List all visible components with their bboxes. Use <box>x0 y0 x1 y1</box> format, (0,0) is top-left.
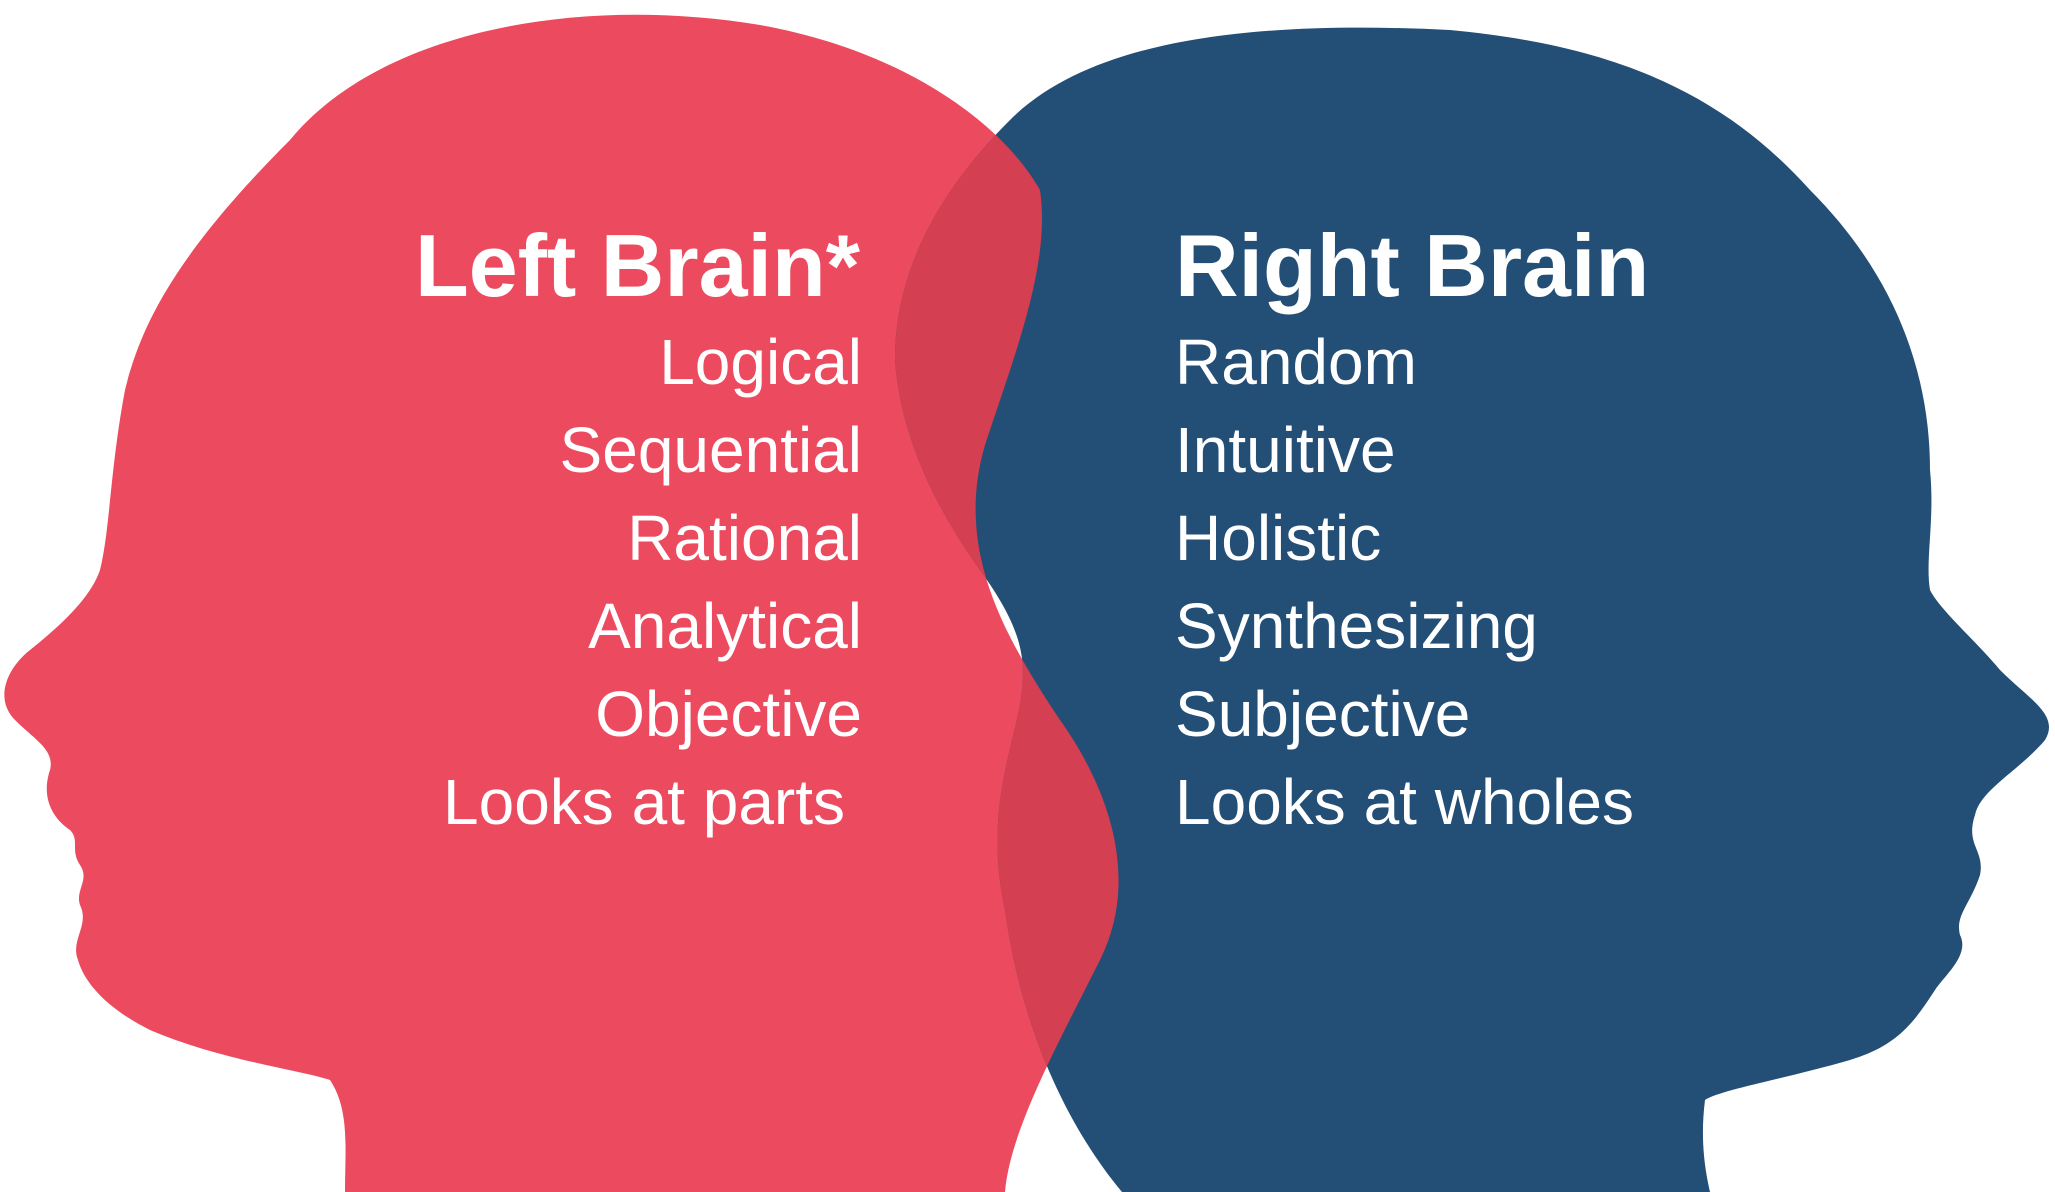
right-head-silhouette <box>895 27 2049 1192</box>
left-trait-rational: Rational <box>627 502 862 574</box>
right-brain-title: Right Brain <box>1175 216 1649 315</box>
right-trait-intuitive: Intuitive <box>1175 414 1396 486</box>
left-trait-analytical: Analytical <box>588 590 862 662</box>
right-trait-looks-at-wholes: Looks at wholes <box>1175 766 1634 838</box>
right-trait-random: Random <box>1175 326 1417 398</box>
right-trait-holistic: Holistic <box>1175 502 1381 574</box>
right-trait-subjective: Subjective <box>1175 678 1470 750</box>
left-trait-objective: Objective <box>595 678 862 750</box>
left-trait-logical: Logical <box>659 326 862 398</box>
left-trait-looks-at-parts: Looks at parts <box>443 766 845 838</box>
left-head-silhouette <box>4 14 1119 1192</box>
left-trait-sequential: Sequential <box>560 414 862 486</box>
left-brain-title: Left Brain* <box>415 216 861 315</box>
right-trait-synthesizing: Synthesizing <box>1175 590 1538 662</box>
